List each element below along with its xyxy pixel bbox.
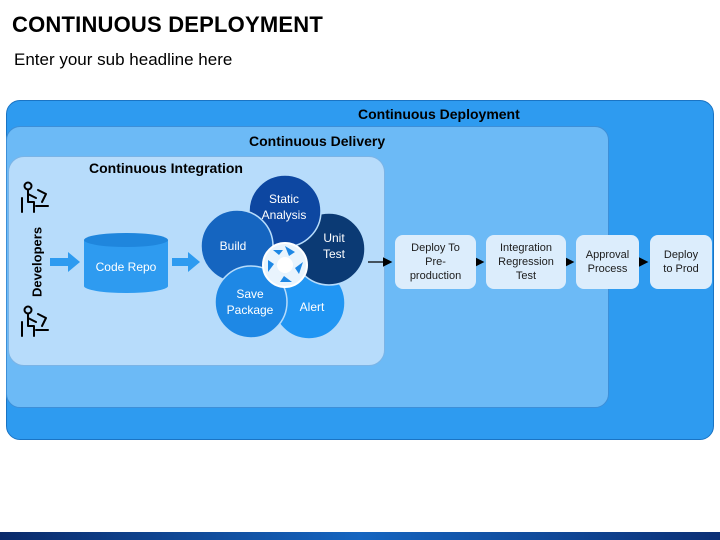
arrow-right-icon bbox=[50, 252, 80, 272]
petal-alert-label: Alert bbox=[299, 300, 325, 314]
continuous-deployment-label: Continuous Deployment bbox=[358, 106, 520, 122]
page-subtitle: Enter your sub headline here bbox=[14, 50, 233, 69]
footer-band bbox=[0, 532, 720, 540]
petal-save-package bbox=[214, 265, 288, 339]
continuous-integration-label: Continuous Integration bbox=[89, 160, 243, 176]
developer-icon bbox=[21, 181, 49, 213]
continuous-delivery-label: Continuous Delivery bbox=[249, 133, 386, 149]
arrow-right-icon bbox=[172, 252, 200, 272]
developer-icon bbox=[21, 305, 49, 337]
page-title: CONTINUOUS DEPLOYMENT bbox=[12, 12, 323, 37]
code-repo-cylinder bbox=[84, 233, 168, 293]
code-repo-label: Code Repo bbox=[95, 260, 157, 274]
petal-build-label: Build bbox=[219, 239, 247, 253]
cycle-arrows-icon bbox=[262, 242, 308, 288]
